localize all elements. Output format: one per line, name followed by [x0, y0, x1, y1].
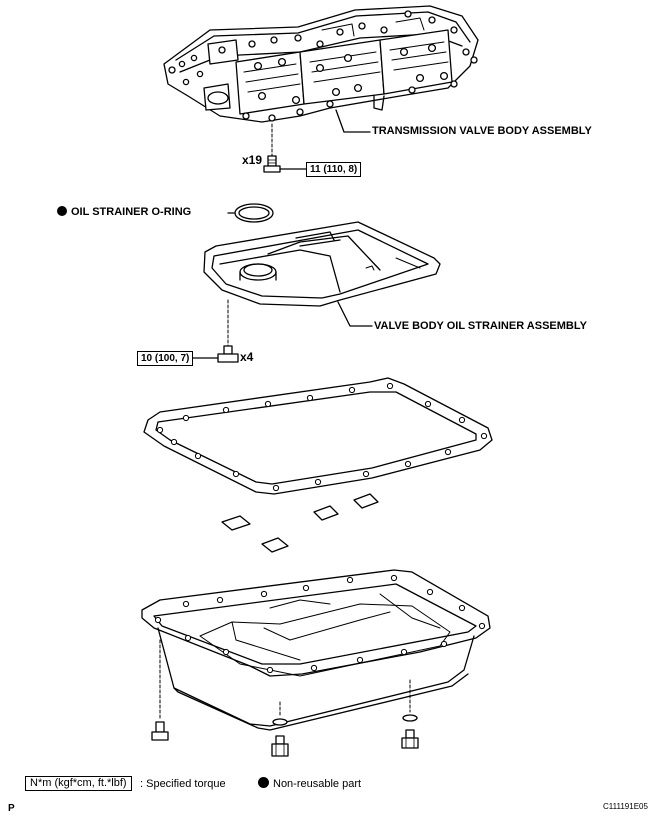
legend-torque-units: N*m (kgf*cm, ft.*lbf) [25, 776, 132, 791]
non-reusable-bullet-icon [57, 206, 67, 216]
drain-plugs-dashlines [159, 639, 411, 721]
oil-pan-gasket [143, 377, 493, 495]
oil-pan-magnets [221, 493, 379, 553]
legend-nonreusable-text: Non-reusable part [273, 778, 362, 790]
valve-body-bolt-qty: x19 [242, 153, 263, 167]
footer-left-code: P [8, 803, 15, 814]
valve-body-bolt [263, 123, 307, 173]
oil-strainer-assembly [203, 221, 441, 327]
figure-code: C111191E05 [603, 802, 648, 811]
oring-label: OIL STRAINER O-RING [57, 206, 191, 219]
torque-box-strainer: 10 (100, 7) [137, 351, 194, 366]
valve-body-assembly [163, 5, 479, 133]
legend-torque-desc: : Specified torque [140, 778, 226, 790]
torque-box-valve-body: 11 (110, 8) [306, 162, 362, 177]
oil-pan [141, 569, 491, 731]
legend-nonreusable: Non-reusable part [258, 777, 361, 791]
non-reusable-legend-icon [258, 777, 269, 788]
valve-body-label: TRANSMISSION VALVE BODY ASSEMBLY [372, 125, 592, 137]
drain-plug-right [401, 714, 419, 749]
oil-pan-bolt [151, 721, 169, 741]
oil-strainer-oring [227, 203, 274, 223]
strainer-bolt [191, 299, 239, 363]
strainer-bolt-qty: x4 [240, 350, 254, 364]
strainer-label: VALVE BODY OIL STRAINER ASSEMBLY [374, 320, 587, 332]
oring-label-text: OIL STRAINER O-RING [71, 206, 192, 218]
drain-plug-center [271, 718, 289, 757]
